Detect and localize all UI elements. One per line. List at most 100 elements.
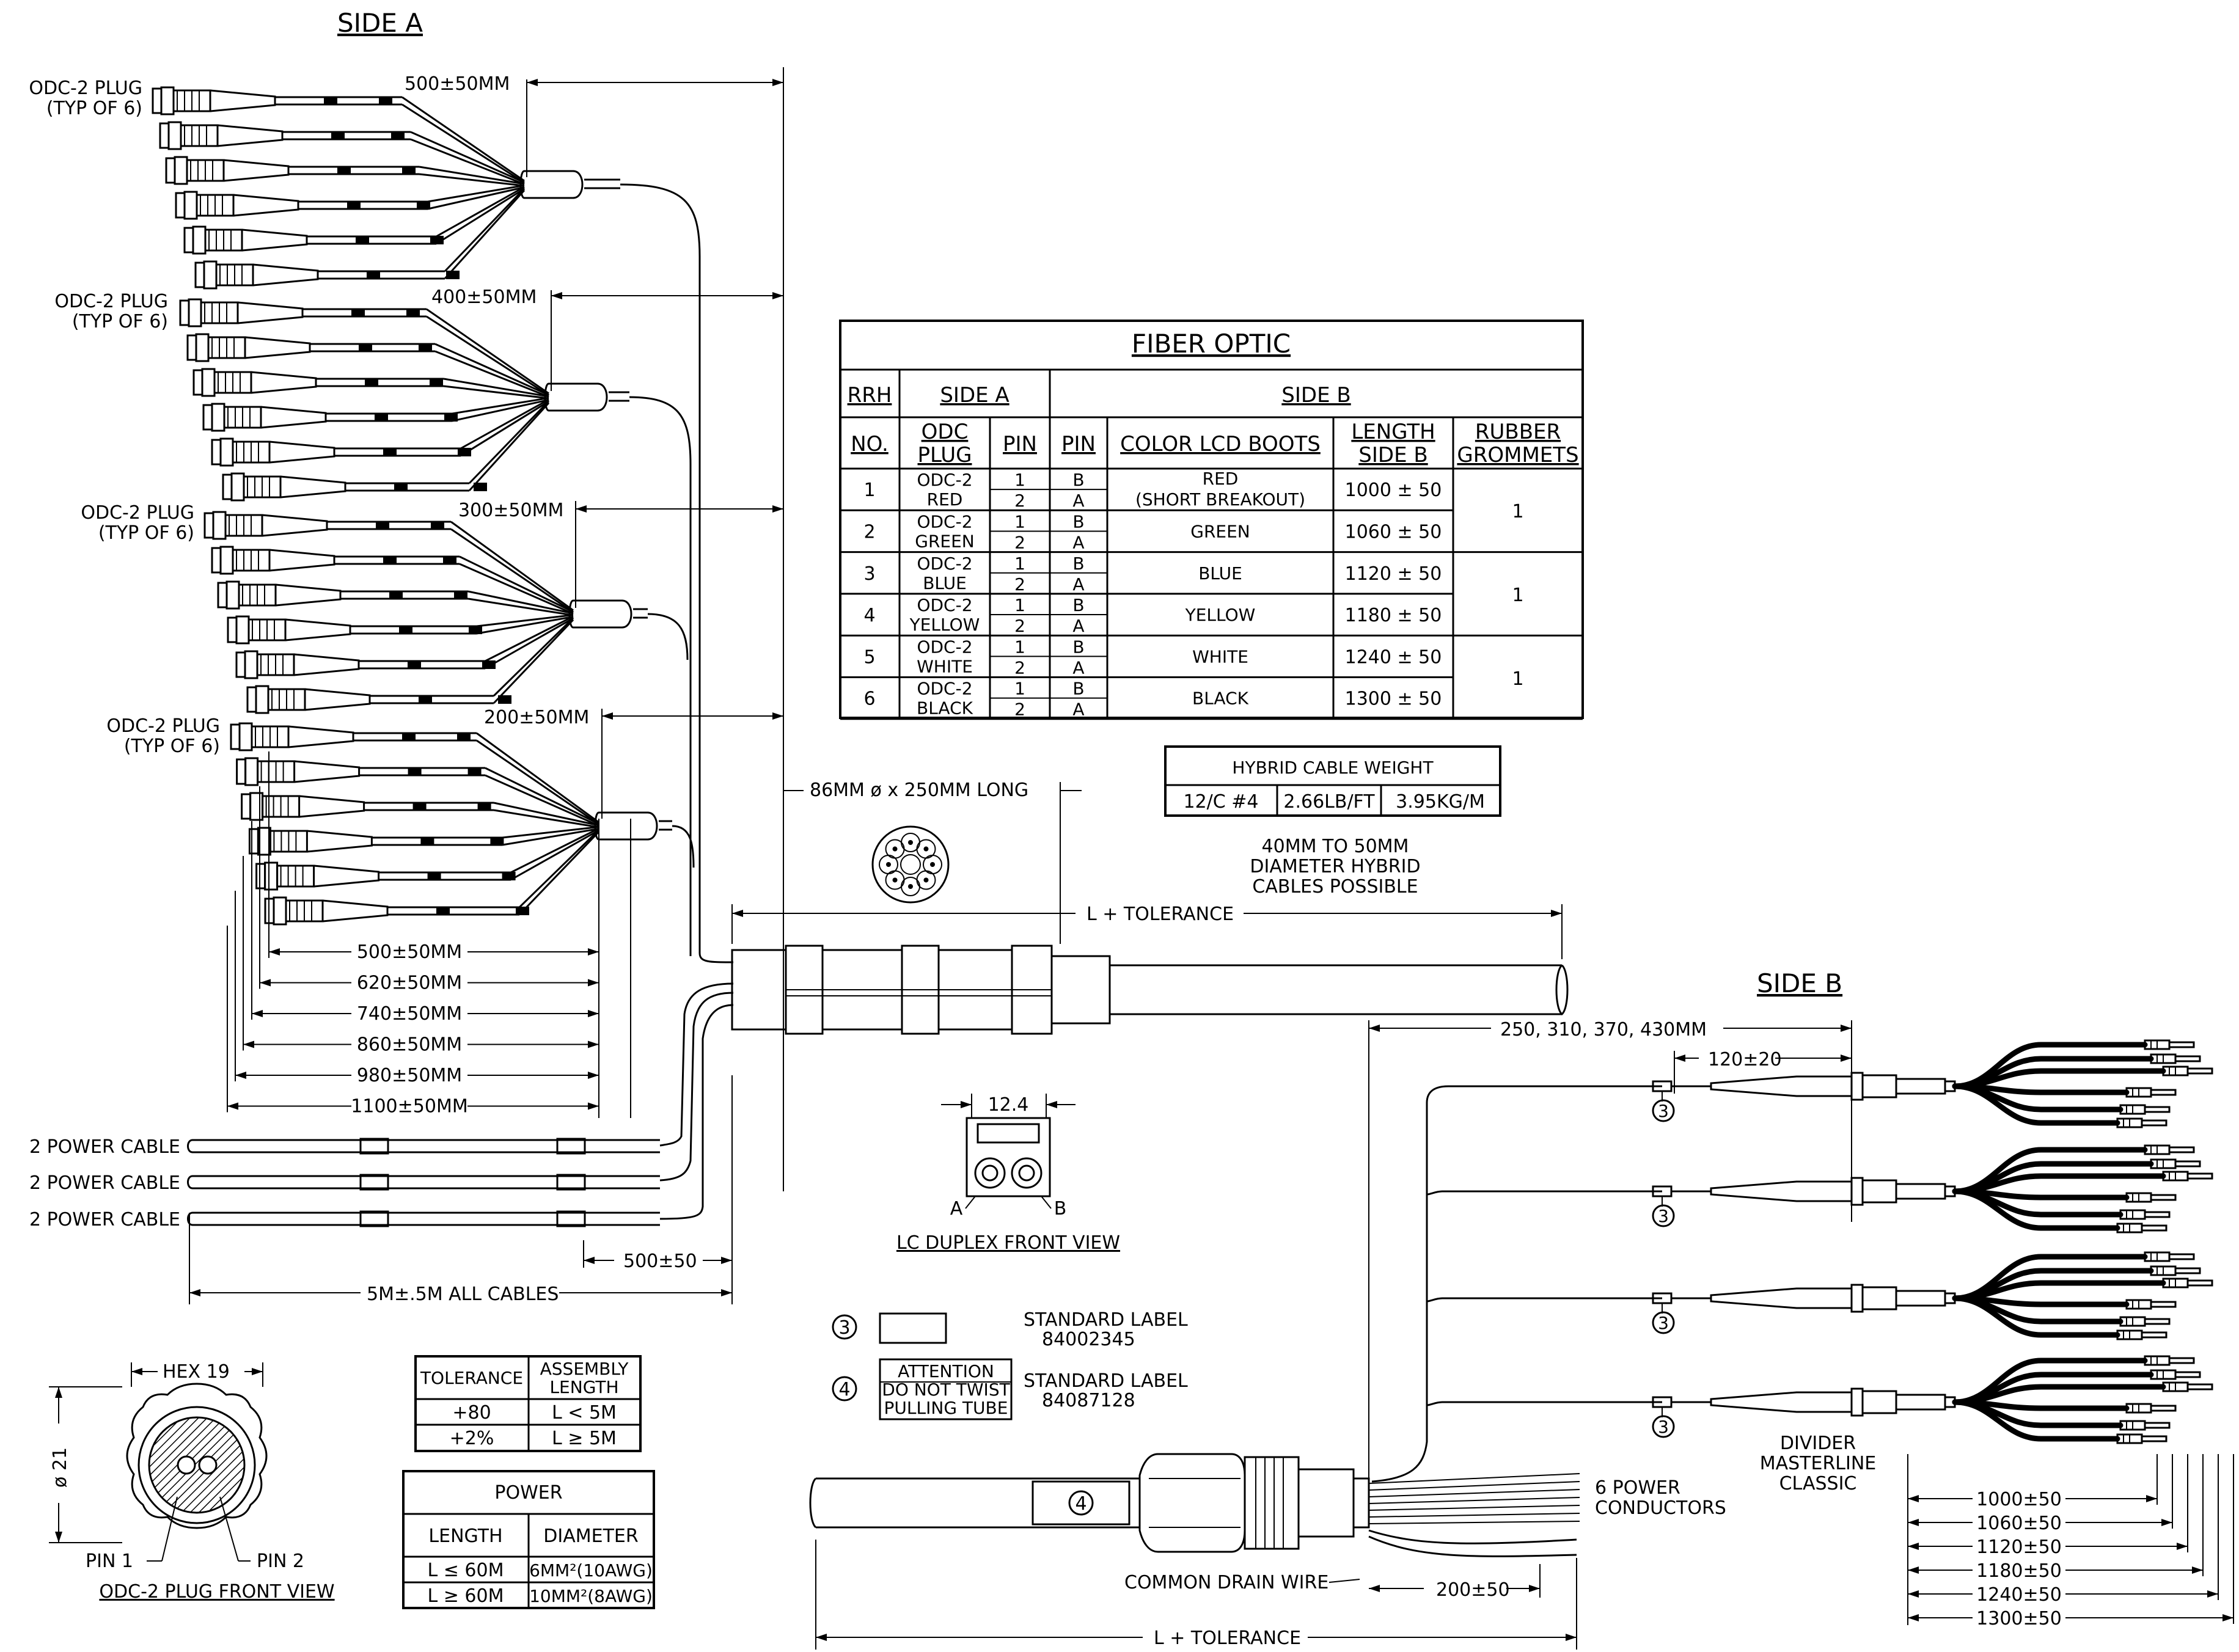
power-row2-a: L ≥ 60M	[428, 1585, 504, 1607]
lc-connector-icon	[2150, 1265, 2201, 1276]
fan-line	[401, 96, 525, 182]
fan-line	[502, 828, 599, 846]
fan-line	[459, 563, 574, 615]
breakout-tail	[659, 820, 672, 831]
fiber-row-no: 4	[863, 605, 875, 626]
conductor-line	[1368, 1505, 1580, 1511]
side-b-trunk	[1426, 1401, 1662, 1406]
odc-plug	[217, 580, 574, 616]
main-connector-side-a	[659, 945, 1569, 1220]
fan-line	[426, 315, 549, 397]
fiber-marker	[376, 521, 389, 530]
odc-plug	[159, 121, 525, 185]
fiber-marker	[389, 591, 403, 599]
fan-line	[434, 343, 549, 396]
balloon-3: 3	[1658, 1313, 1669, 1333]
power-conductors-2: CONDUCTORS	[1595, 1497, 1726, 1519]
side-a-fan-out-groups	[152, 86, 672, 926]
odc-plug-boot	[244, 336, 311, 359]
fan-line	[419, 173, 525, 187]
breakout-dimension-labels: 500±50MM 400±50MM 300±50MM 200±50MM	[405, 73, 589, 728]
fiber-row-boots-2: (SHORT BREAKOUT)	[1135, 489, 1305, 510]
balloon-4-on-cable: 4	[1075, 1493, 1087, 1515]
fiber-header-odc-1: ODC	[922, 420, 969, 444]
odc-plug	[165, 156, 525, 187]
fan-line	[436, 186, 525, 238]
fiber-row-no: 2	[863, 521, 875, 543]
fiber-leg	[1952, 1083, 2120, 1126]
fiber-marker	[406, 309, 420, 317]
side-b-group: 3	[1652, 1355, 2213, 1444]
stagger-dim-a: 500±50MM	[357, 941, 462, 963]
side-b-group: 3	[1652, 1144, 2213, 1234]
legend-marker-4: 4	[838, 1379, 850, 1400]
fiber-marker	[490, 837, 504, 846]
breakout-dim-4: 200±50MM	[484, 707, 589, 728]
fan-line	[452, 397, 549, 415]
fiber-marker	[365, 378, 378, 387]
odc-plug	[202, 397, 549, 432]
fiber-row-pin-a2: 2	[1014, 491, 1025, 511]
lc-connector-icon	[2150, 1053, 2201, 1064]
fan-line	[459, 555, 574, 613]
odc-plug	[152, 86, 525, 184]
connector-face-pin	[908, 884, 913, 889]
fiber-row-plug: ODC-2	[917, 637, 972, 657]
lc-duplex-front-view: 12.4 A B LC DUPLEX FRONT VIEW	[896, 1094, 1120, 1254]
fan-line	[450, 528, 574, 613]
lc-connector-icon	[2125, 1299, 2177, 1310]
odc-plug	[192, 368, 549, 400]
legend-part-3: 84002345	[1042, 1329, 1135, 1350]
fiber-marker	[402, 166, 416, 175]
fan-line	[476, 732, 599, 824]
odc-plug	[194, 188, 526, 290]
fiber-row-color: GREEN	[915, 531, 974, 551]
conductor-line	[1368, 1497, 1580, 1504]
lc-port-a-icon	[974, 1157, 1006, 1189]
fiber-header-pin-a: PIN	[1003, 432, 1037, 456]
side-b-trunk	[1371, 1085, 1662, 1483]
power-cable-label: 2 POWER CABLE	[29, 1209, 180, 1230]
odc-plug	[264, 829, 600, 926]
fan-line	[510, 827, 599, 874]
power-cable-sleeve	[359, 1210, 389, 1227]
odc-plug-boot	[241, 228, 308, 252]
fan-line	[460, 400, 549, 457]
power-cable-sleeve	[556, 1138, 586, 1155]
connector-face-pin	[892, 846, 898, 852]
power-title: POWER	[494, 1482, 562, 1504]
odc-plug	[236, 757, 599, 827]
grommet-value-3: 1	[1512, 668, 1523, 690]
odc-plug-boot	[322, 899, 389, 923]
fan-line	[502, 826, 599, 839]
fiber-leg	[1952, 1295, 2120, 1338]
tol-header-2b: LENGTH	[549, 1377, 618, 1397]
tol-row2-a: +2%	[450, 1428, 494, 1449]
connector-face-pin	[930, 862, 935, 867]
fan-line	[443, 385, 549, 400]
odc-plug-boot	[285, 618, 351, 641]
fiber-marker	[482, 660, 496, 669]
tol-header-2a: ASSEMBLY	[540, 1359, 629, 1379]
fiber-row-boots: GREEN	[1190, 521, 1250, 541]
conductor-line	[1368, 1481, 1580, 1491]
odc-plug-boot	[262, 514, 328, 537]
fiber-marker	[430, 378, 443, 387]
lc-connector-icon	[2144, 1251, 2195, 1262]
power-cable-sleeve	[556, 1210, 586, 1227]
odc-plug-boot	[275, 583, 342, 607]
fiber-marker	[402, 733, 416, 741]
fiber-marker	[408, 767, 422, 776]
fiber-marker	[324, 97, 337, 105]
power-conductors-1: 6 POWER	[1595, 1477, 1680, 1499]
weight-cell-3: 3.95KG/M	[1396, 791, 1485, 813]
fiber-marker	[457, 733, 471, 741]
odc-plug	[222, 400, 550, 502]
fiber-row-pin-a2: 2	[1014, 616, 1025, 636]
fiber-row-pin-b1: B	[1072, 554, 1084, 574]
stagger-dim-a: 860±50MM	[357, 1034, 462, 1056]
fan-line	[452, 399, 549, 422]
fan-line	[476, 739, 599, 825]
fiber-header-length-2: SIDE B	[1358, 443, 1427, 467]
fan-line	[410, 131, 525, 183]
